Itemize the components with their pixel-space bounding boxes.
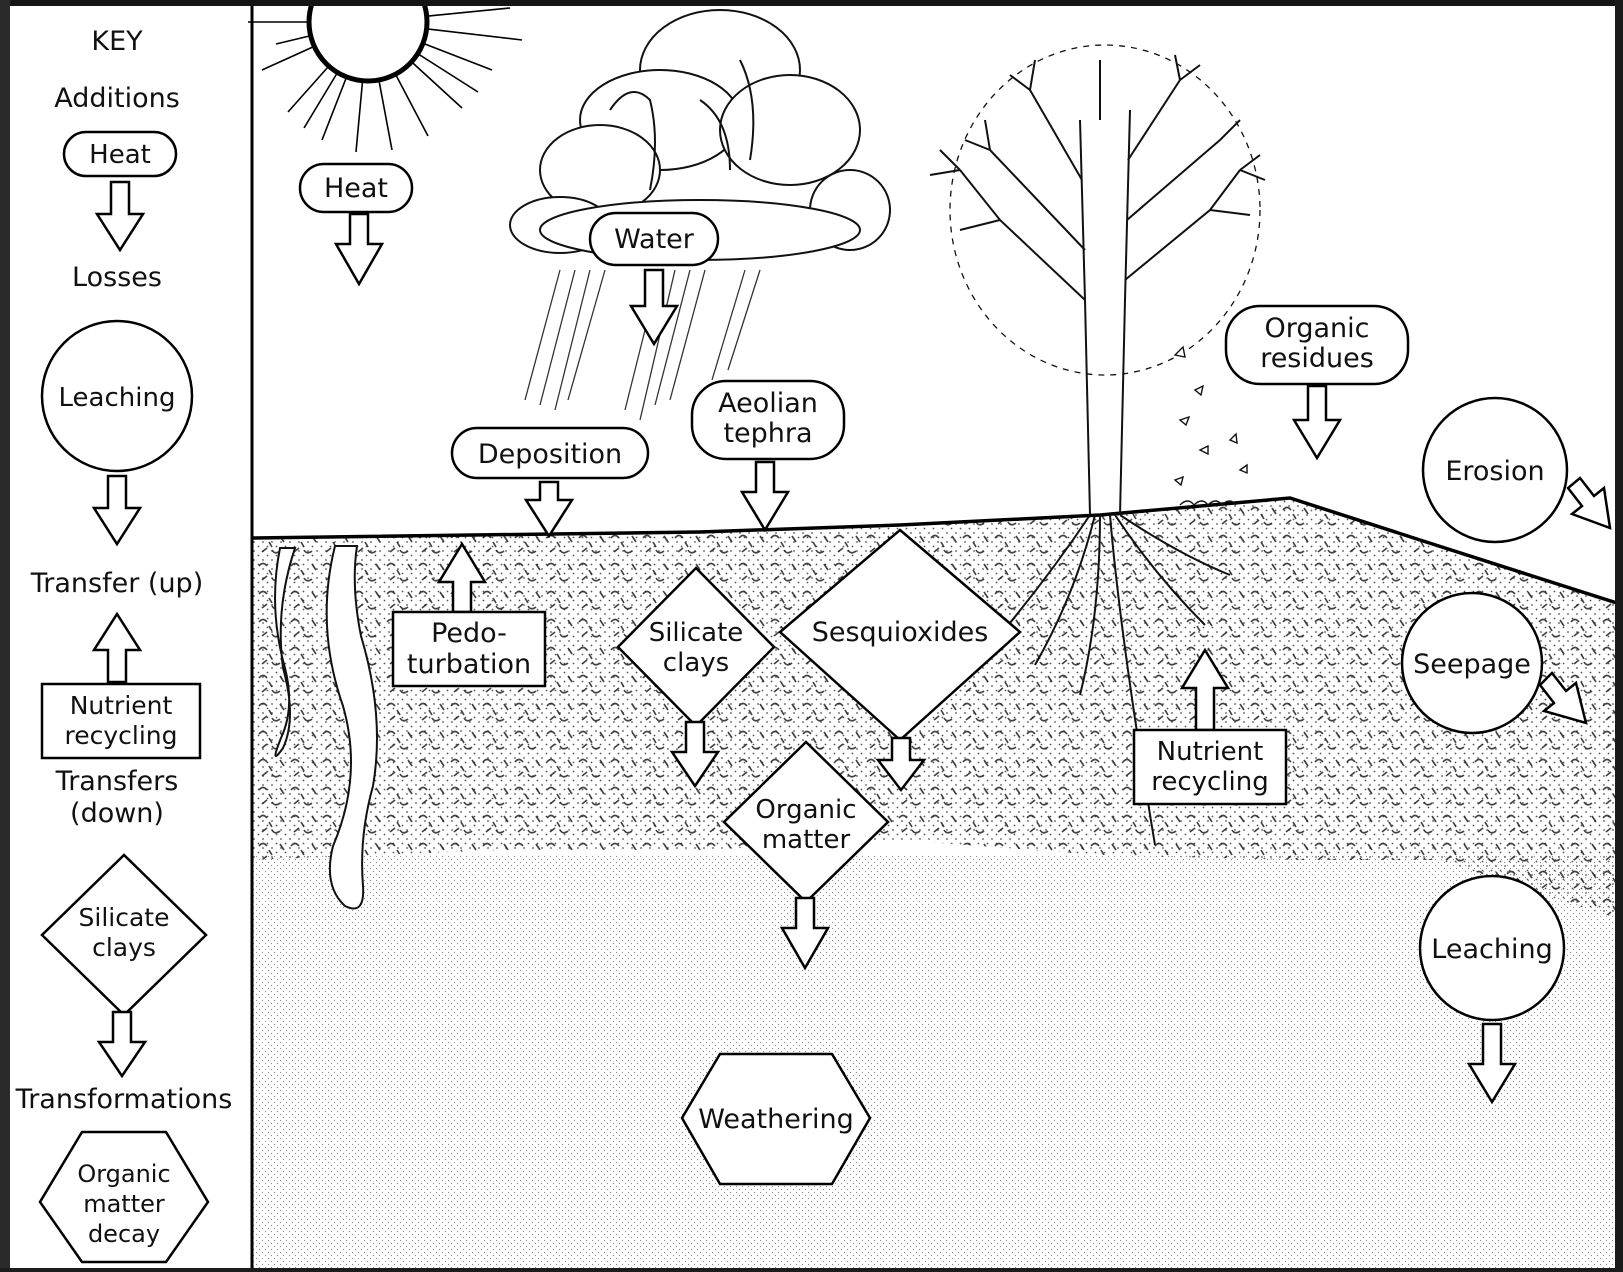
key-transfer-up-label-1: Nutrient: [70, 691, 173, 720]
key-transfer-up-label-2: recycling: [64, 721, 177, 750]
water-label: Water: [614, 224, 695, 255]
deposition-label: Deposition: [478, 439, 622, 470]
erosion-label: Erosion: [1445, 456, 1544, 487]
key-transfer-up-heading: Transfer (up): [30, 568, 203, 599]
key-transfer-down-label-2: clays: [92, 933, 156, 962]
water-arrow: [631, 270, 677, 344]
key-loss-arrow: [94, 476, 140, 544]
key-transformation-label-1: Organic: [77, 1160, 170, 1188]
frame-top-border: [0, 0, 1623, 6]
frame-right-border: [1615, 0, 1623, 1268]
key-addition-label: Heat: [89, 140, 151, 170]
key-transfers-down-heading-1: Transfers: [55, 766, 179, 797]
key-transfers-down-heading-2: (down): [70, 798, 164, 829]
frame-left-border: [0, 0, 10, 1268]
organic-matter-label-1: Organic: [755, 795, 856, 825]
key-transformation-label-3: decay: [88, 1220, 160, 1248]
sun-icon: [248, 0, 522, 152]
organic-residues-label-2: residues: [1260, 343, 1374, 374]
key-losses-heading: Losses: [72, 262, 162, 293]
heat-label: Heat: [324, 173, 388, 204]
organic-residues-label-1: Organic: [1264, 313, 1369, 344]
key-transformations-heading: Transformations: [15, 1084, 233, 1115]
key-panel: KEY Additions Heat Losses Leaching Trans…: [15, 26, 233, 1262]
key-loss-label: Leaching: [59, 383, 176, 413]
key-additions-heading: Additions: [54, 83, 180, 114]
aeolian-tephra-arrow: [742, 462, 788, 530]
erosion-arrow: [1568, 478, 1610, 528]
silicate-clays-label-2: clays: [663, 648, 729, 678]
organic-residues-arrow: [1294, 386, 1340, 458]
pedoturbation-label-2: turbation: [407, 649, 531, 680]
nutrient-recycling-label-2: recycling: [1151, 767, 1269, 797]
deposition-arrow: [526, 482, 572, 536]
aeolian-tephra-label-1: Aeolian: [718, 388, 818, 419]
key-title: KEY: [91, 26, 143, 57]
subsoil-horizon: [252, 855, 1623, 1268]
pedoturbation-label-1: Pedo-: [431, 618, 507, 649]
key-transformation-label-2: matter: [83, 1190, 165, 1218]
silicate-clays-label-1: Silicate: [649, 618, 744, 648]
key-addition-arrow: [97, 182, 143, 250]
aeolian-tephra-label-2: tephra: [723, 418, 812, 449]
key-transfer-up-arrow: [94, 614, 140, 682]
heat-arrow: [336, 214, 382, 284]
leaching-label: Leaching: [1431, 934, 1552, 965]
sesquioxides-label: Sesquioxides: [812, 617, 989, 648]
key-transfer-down-label-1: Silicate: [79, 903, 170, 932]
seepage-label: Seepage: [1413, 649, 1531, 680]
nutrient-recycling-label-1: Nutrient: [1157, 737, 1264, 767]
weathering-label: Weathering: [698, 1104, 853, 1135]
key-transfer-down-arrow: [99, 1012, 145, 1076]
organic-matter-label-2: matter: [762, 825, 851, 855]
